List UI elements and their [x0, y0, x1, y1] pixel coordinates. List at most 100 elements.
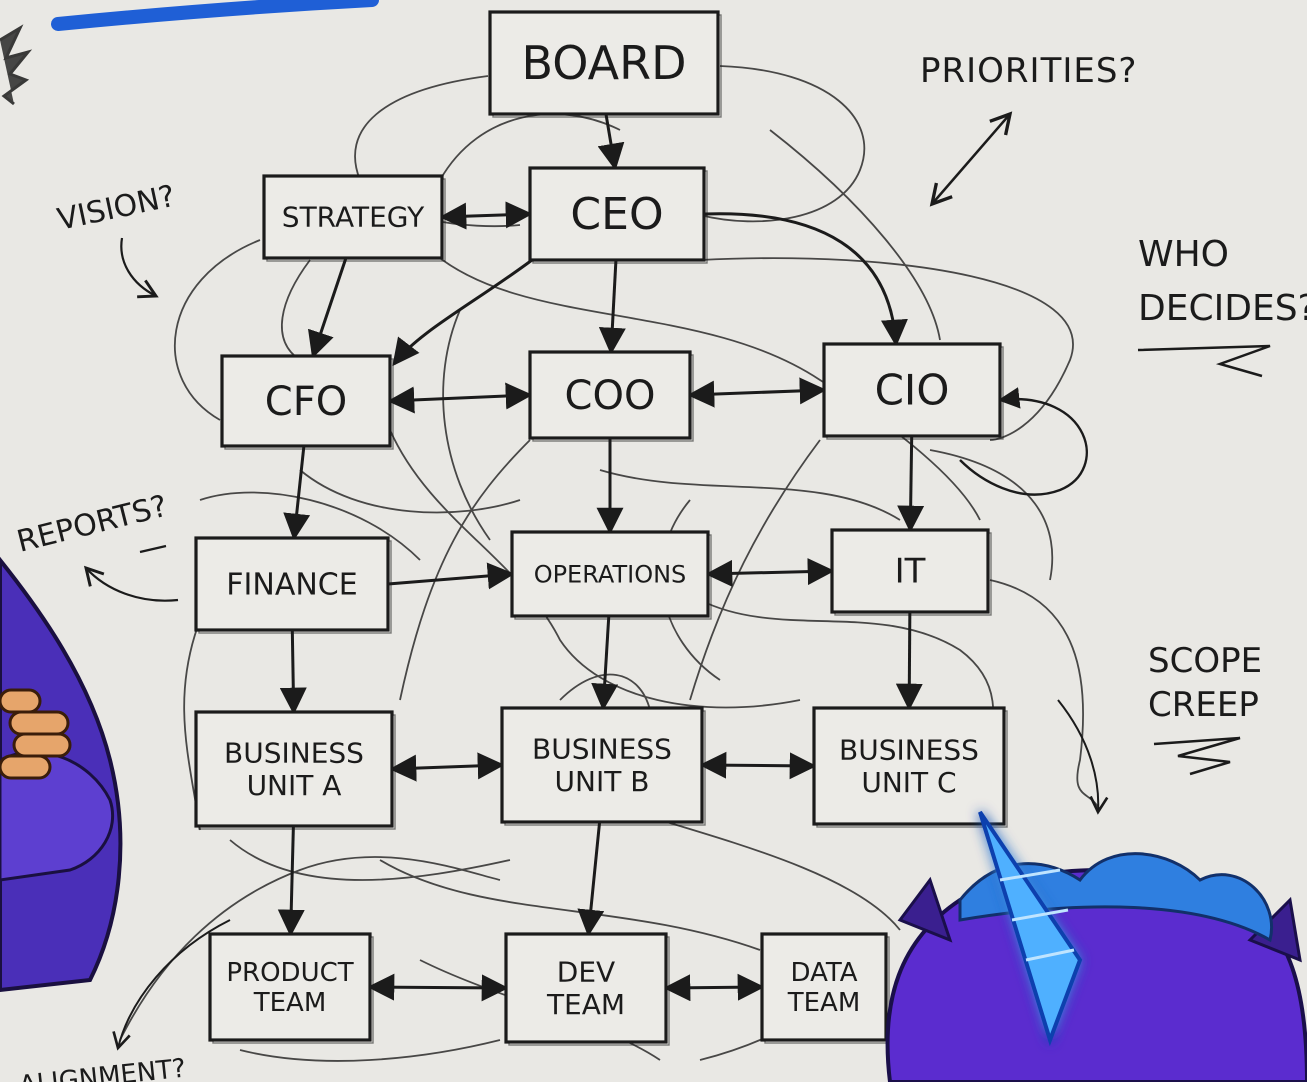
node-bu-b-label-1: BUSINESS — [532, 733, 672, 766]
boxes: BOARD CEO STRATEGY CFO COO CIO FINANCE OPERATIO… — [194, 10, 1008, 1046]
node-strategy-label-1: STRATEGY — [282, 201, 425, 234]
edge-bu-b-to-dev-team — [577, 821, 605, 937]
edge-operations-to-it — [705, 558, 835, 587]
edge-board-to-ceo — [597, 113, 625, 171]
node-finance-box — [194, 536, 390, 632]
node-dev-team-label-1: DEV — [557, 956, 615, 989]
who-decides-underline — [1137, 344, 1271, 378]
node-cio-box — [822, 342, 1002, 438]
node-bu-a-label-1: BUSINESS — [224, 737, 364, 770]
unicorn-illustration — [885, 810, 1307, 1082]
node-operations-label-1: OPERATIONS — [534, 560, 687, 588]
edge-cio-to-it — [897, 435, 925, 533]
edge-cfo-to-coo — [387, 382, 533, 414]
node-dev-team-box — [504, 932, 668, 1044]
node-bu-c-label-2: UNIT C — [861, 766, 956, 799]
scope-creep-line-1: SCOPE — [1148, 641, 1262, 681]
node-finance: FINANCE — [194, 536, 392, 634]
node-bu-a-label-2: UNIT A — [247, 769, 342, 802]
node-ceo-label-1: CEO — [570, 189, 663, 240]
node-strategy: STRATEGY — [262, 174, 446, 262]
edge-bu-b-to-bu-c — [699, 751, 817, 780]
node-board-box — [488, 10, 720, 116]
node-data-team-label-1: DATA — [791, 958, 858, 988]
edge-bu-a-to-product-team — [277, 825, 305, 937]
node-coo-box — [528, 350, 692, 440]
node-coo: COO — [528, 350, 694, 442]
crossed-hand — [0, 688, 72, 780]
scope-creep-arrow — [1057, 699, 1109, 815]
edge-coo-to-cio — [687, 377, 827, 408]
spiky-sketch-icon — [0, 24, 33, 106]
node-strategy-box — [262, 174, 444, 260]
blue-marker-stroke — [51, 0, 379, 31]
edge-cfo-to-finance — [283, 445, 311, 541]
edge-bu-a-to-bu-b — [389, 752, 505, 782]
node-operations: OPERATIONS — [510, 530, 712, 620]
edge-ceo-to-coo — [598, 259, 626, 355]
edge-product-team-to-dev-team — [367, 973, 509, 1002]
node-bu-b-label-2: UNIT B — [555, 765, 650, 798]
unicorn-horn — [978, 810, 1083, 1047]
node-dev-team-label-2: TEAM — [546, 988, 625, 1021]
priorities-arrow — [929, 111, 1013, 207]
annotations: PRIORITIES? VISION? WHO DECIDES? REPORTS… — [13, 51, 1307, 1082]
node-product-team-label-1: PRODUCT — [226, 958, 353, 988]
node-ceo: CEO — [528, 166, 708, 264]
tangled-lines — [119, 65, 1101, 1062]
node-it: IT — [830, 528, 992, 616]
edge-strategy-to-ceo — [439, 201, 533, 230]
who-decides-line-1: WHO — [1138, 234, 1229, 275]
scope-creep-line-2: CREEP — [1148, 685, 1259, 725]
reports-label: REPORTS? — [13, 489, 170, 560]
edge-ceo-to-cio — [703, 212, 908, 347]
node-operations-box — [510, 530, 710, 618]
node-bu-c-box — [812, 706, 1006, 826]
node-ceo-box — [528, 166, 706, 262]
priorities-label: PRIORITIES? — [920, 51, 1137, 91]
node-cio: CIO — [822, 342, 1004, 440]
purple-character-illustration — [0, 556, 123, 993]
scope-creep-underline — [1153, 736, 1241, 776]
node-finance-label-1: FINANCE — [226, 567, 357, 602]
edge-dev-team-to-data-team — [663, 973, 765, 1002]
alignment-label: ALIGNMENT? — [18, 1054, 188, 1082]
edge-ceo-to-cfo — [392, 252, 541, 367]
node-bu-b-box — [500, 706, 704, 824]
edge-finance-to-bu-a — [279, 629, 307, 715]
alignment-arrow — [112, 919, 231, 1051]
node-board: BOARD — [488, 10, 722, 118]
node-cfo: CFO — [220, 354, 394, 450]
node-cfo-box — [220, 354, 392, 448]
node-it-box — [830, 528, 990, 614]
node-cio-label-1: CIO — [875, 365, 950, 414]
node-it-label-1: IT — [895, 552, 926, 592]
reports-dash — [139, 544, 167, 554]
node-data-team-label-2: TEAM — [787, 988, 861, 1018]
vision-label: VISION? — [54, 179, 178, 238]
node-bu-a-box — [194, 710, 394, 828]
vision-arrow — [120, 237, 159, 299]
node-product-team-box — [208, 932, 372, 1042]
node-cfo-label-1: CFO — [265, 379, 347, 425]
node-coo-label-1: COO — [565, 373, 656, 419]
reports-arrow — [83, 565, 179, 602]
node-product-team-label-2: TEAM — [253, 988, 327, 1018]
node-data-team-box — [760, 932, 888, 1042]
edge-it-to-bu-c — [895, 611, 923, 711]
who-decides-line-2: DECIDES? — [1138, 288, 1307, 329]
node-board-label-1: BOARD — [522, 36, 687, 90]
edge-finance-to-operations — [387, 562, 515, 590]
edge-strategy-to-cfo — [307, 257, 348, 359]
edge-operations-to-bu-b — [591, 615, 619, 711]
cio-loop-arrow — [959, 387, 1088, 496]
edges — [277, 113, 1088, 1002]
node-bu-c-label-1: BUSINESS — [839, 734, 979, 767]
